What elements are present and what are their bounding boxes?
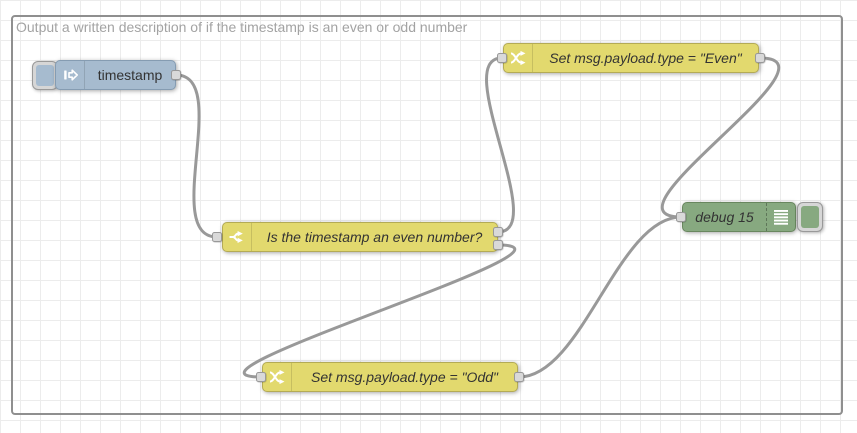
node-label: Is the timestamp an even number? [266,229,483,245]
port-input-change-even[interactable] [497,53,507,63]
wire-switch-to-odd[interactable] [242,243,517,379]
port-output-inject[interactable] [171,70,181,80]
node-label: Set msg.payload.type = "Odd" [311,369,498,385]
port-input-change-odd[interactable] [256,372,266,382]
wire-odd-to-debug[interactable] [517,215,683,379]
inject-trigger-button[interactable] [32,61,58,90]
node-inject-timestamp[interactable]: timestamp [55,60,176,90]
debug-toggle-button[interactable] [797,202,823,232]
node-switch-even-check[interactable]: Is the timestamp an even number? [222,222,498,252]
list-icon [766,203,795,231]
port-input-switch[interactable] [212,232,222,242]
group-box[interactable]: Output a written description of if the t… [11,15,843,415]
wire-inject-to-switch[interactable] [174,73,219,239]
node-label: timestamp [97,67,163,83]
node-label: Set msg.payload.type = "Even" [549,50,742,66]
port-output-change-odd[interactable] [514,372,524,382]
node-debug-15[interactable]: debug 15 [682,202,796,232]
group-label: Output a written description of if the t… [16,19,468,35]
wire-even-to-debug[interactable] [660,56,781,219]
port-output-switch-1[interactable] [493,227,503,237]
shuffle-icon [504,44,533,72]
node-label: debug 15 [695,209,754,225]
port-input-debug[interactable] [676,212,686,222]
wire-switch-to-even[interactable] [485,56,515,234]
shuffle-icon [263,363,292,391]
port-output-change-even[interactable] [755,53,765,63]
fork-icon [223,223,252,251]
port-output-switch-2[interactable] [493,240,503,250]
inject-trigger-button-face [36,65,54,86]
inject-arrow-icon [56,61,85,89]
debug-toggle-button-face [801,206,819,228]
node-change-odd[interactable]: Set msg.payload.type = "Odd" [262,362,518,392]
node-change-even[interactable]: Set msg.payload.type = "Even" [503,43,759,73]
